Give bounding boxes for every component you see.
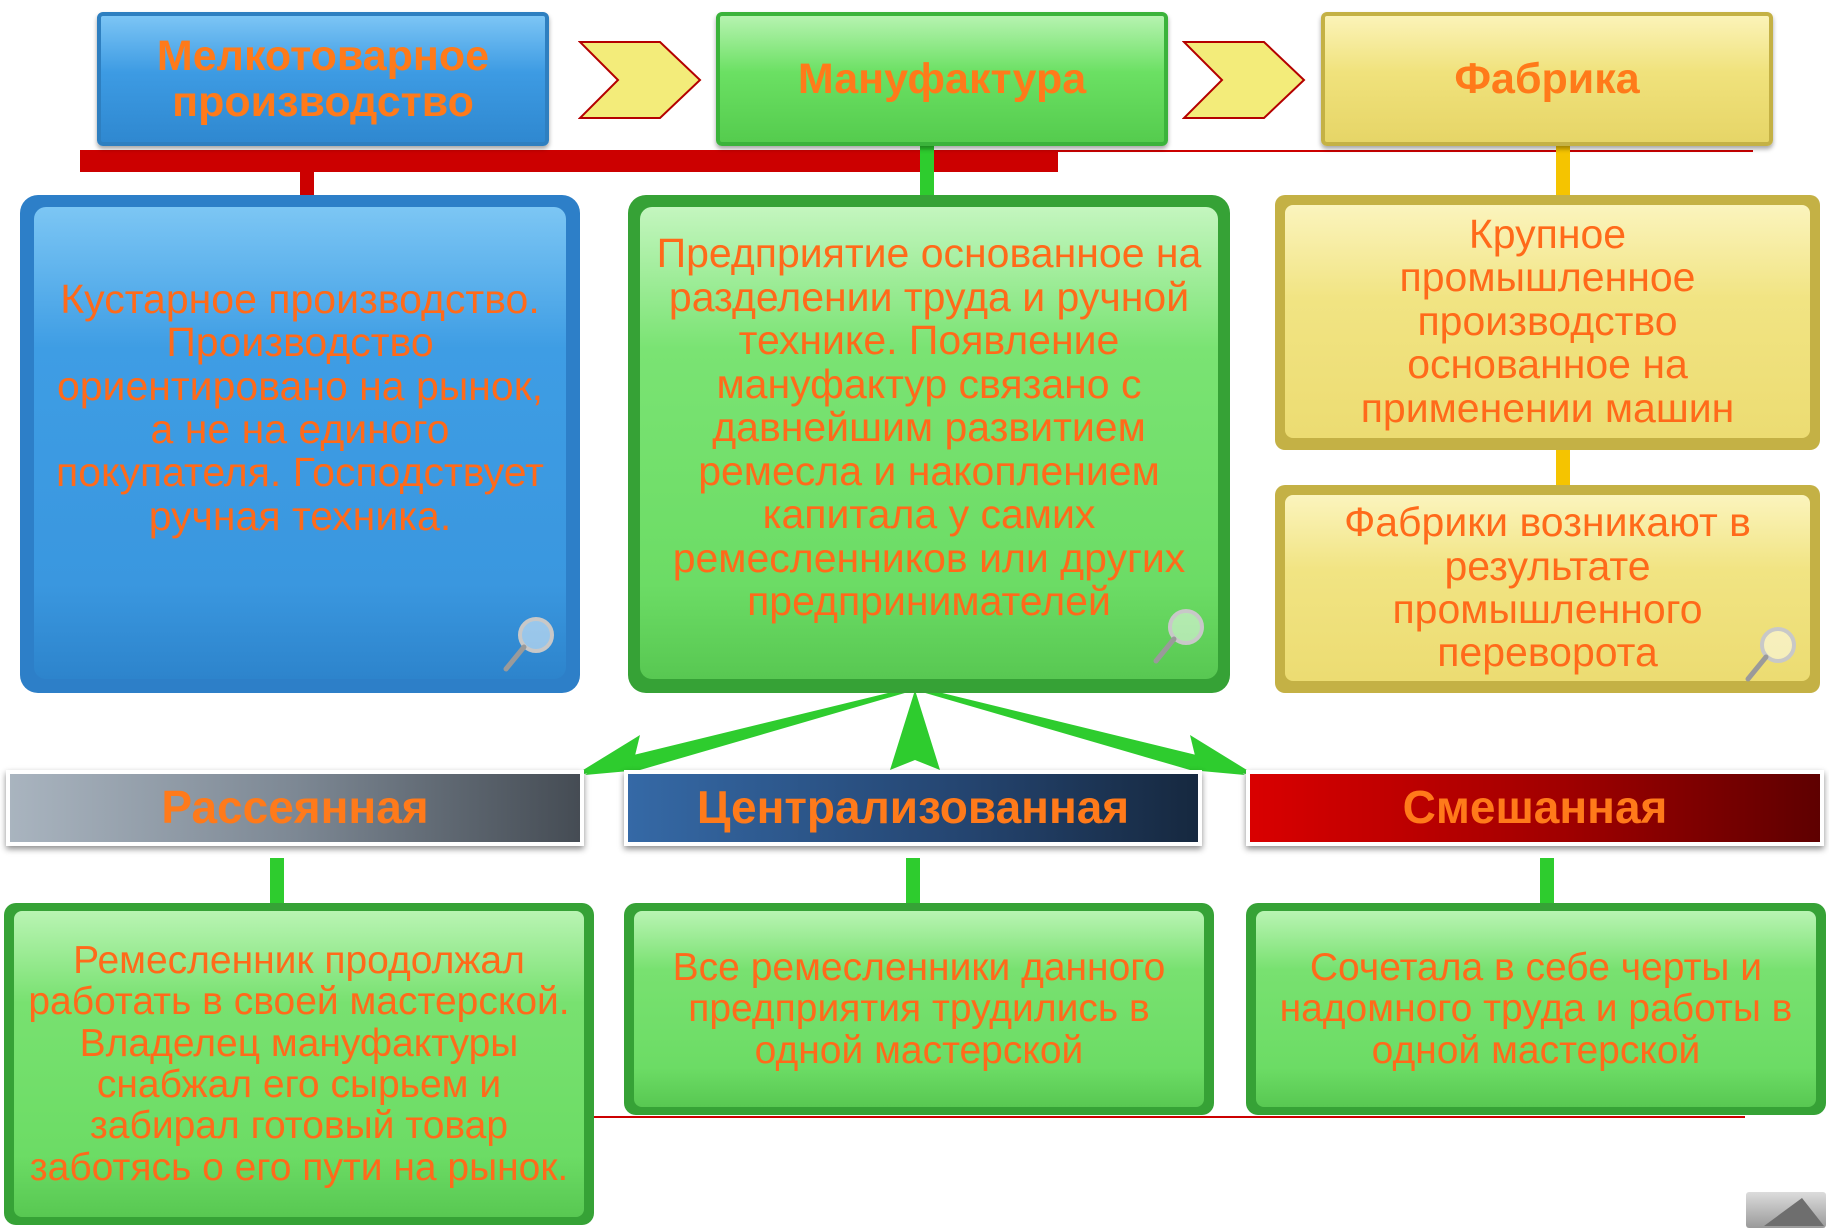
magnifier-icon[interactable]	[500, 613, 560, 673]
header-small-production[interactable]: Мелкотоварное производство	[97, 12, 549, 146]
type-dispersed-label: Рассеянная	[161, 781, 429, 834]
arrow-down-icon	[890, 690, 940, 770]
header-manufactory-label: Мануфактура	[797, 54, 1087, 103]
type-centralized[interactable]: Централизованная	[624, 770, 1202, 846]
red-connector-bar	[80, 150, 1058, 172]
green-drop-c	[1540, 858, 1554, 908]
type-mixed[interactable]: Смешанная	[1246, 770, 1824, 846]
card-factory-1-text: Крупное промышленное производство основа…	[1360, 210, 1735, 431]
type-mixed-label: Смешанная	[1402, 781, 1668, 834]
magnifier-icon[interactable]	[1742, 623, 1802, 683]
card-dispersed-text: Ремесленник продолжал работать в своей м…	[28, 939, 570, 1189]
up-triangle-icon	[1764, 1198, 1824, 1226]
up-navigation-button[interactable]	[1746, 1192, 1826, 1228]
card-manufactory-text: Предприятие основанное на разделении тру…	[656, 230, 1202, 625]
arrow-left-icon	[585, 690, 915, 775]
green-drop-b	[906, 858, 920, 908]
card-dispersed[interactable]: Ремесленник продолжал работать в своей м…	[4, 903, 594, 1225]
card-small-text: Кустарное производство. Производство ори…	[56, 275, 544, 539]
card-small-production[interactable]: Кустарное производство. Производство ори…	[20, 195, 580, 693]
magnifier-icon[interactable]	[1150, 605, 1210, 665]
header-manufactory[interactable]: Мануфактура	[716, 12, 1168, 146]
arrow-right-icon	[915, 690, 1245, 775]
header-factory[interactable]: Фабрика	[1321, 12, 1773, 146]
card-mixed[interactable]: Сочетала в себе черты и надомного труда …	[1246, 903, 1826, 1115]
type-dispersed[interactable]: Рассеянная	[6, 770, 584, 846]
red-drop-line	[300, 150, 314, 195]
yellow-drop-line-1	[1556, 146, 1570, 196]
card-manufactory[interactable]: Предприятие основанное на разделении тру…	[628, 195, 1230, 693]
header-factory-label: Фабрика	[1454, 54, 1640, 103]
card-mixed-text: Сочетала в себе черты и надомного труда …	[1279, 946, 1793, 1072]
card-factory-2[interactable]: Фабрики возникают в результате промышлен…	[1275, 485, 1820, 693]
card-centralized[interactable]: Все ремесленники данного предприятия тру…	[624, 903, 1214, 1115]
thin-red-line-top	[1058, 150, 1753, 152]
type-centralized-label: Централизованная	[696, 781, 1130, 834]
green-drop-a	[270, 858, 284, 908]
header-small-label: Мелкотоварное производство	[156, 31, 490, 126]
card-centralized-text: Все ремесленники данного предприятия тру…	[672, 946, 1166, 1072]
green-drop-line	[920, 146, 934, 196]
chevron-arrow-icon	[1182, 41, 1306, 119]
chevron-arrow-icon	[578, 41, 702, 119]
card-factory-2-text: Фабрики возникают в результате промышлен…	[1344, 499, 1751, 676]
thin-red-line-bottom	[590, 1116, 1745, 1118]
card-factory-1[interactable]: Крупное промышленное производство основа…	[1275, 195, 1820, 450]
yellow-drop-line-2	[1556, 450, 1570, 488]
